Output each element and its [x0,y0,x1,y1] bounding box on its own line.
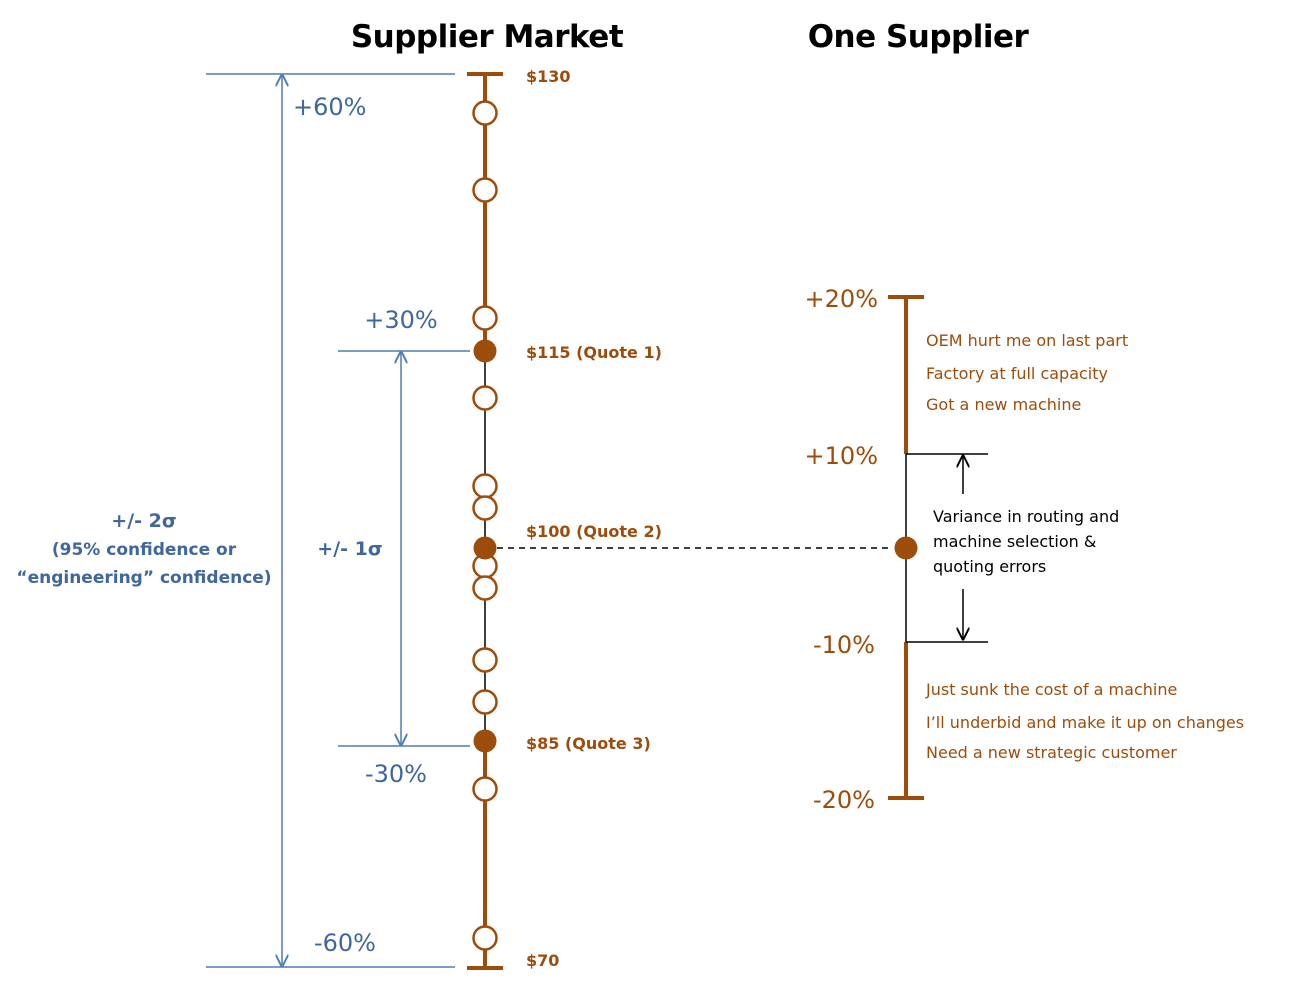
price-top-label: $130 [526,67,571,86]
quote1-label: $115 (Quote 1) [526,343,662,362]
one-sigma-label: +/- 1σ [317,538,382,560]
quote1-point [473,339,497,363]
minus60-label: -60% [314,929,376,957]
downside-reason: Just sunk the cost of a machine [925,680,1177,699]
supplier-quote-point [894,536,918,560]
quote3-label: $85 (Quote 3) [526,734,651,753]
one-supplier-title: One Supplier [808,19,1030,55]
quote-circle [472,385,498,411]
one-sigma-bracket [338,350,470,747]
upside-reason: Factory at full capacity [926,364,1108,383]
quote2-point [473,536,497,560]
quote-circle [472,495,498,521]
quote-circle [472,473,498,499]
quote-circle [472,177,498,203]
upside-reason: OEM hurt me on last part [926,331,1128,350]
downside-reason: I’ll underbid and make it up on changes [926,713,1244,732]
minus10-label: -10% [813,631,875,659]
quote-circle [472,575,498,601]
supplier-market-title: Supplier Market [351,19,624,55]
quote-circle [472,647,498,673]
plus20-label: +20% [805,285,878,313]
upside-reason: Got a new machine [926,395,1081,414]
plus30-label: +30% [364,306,437,334]
quote-circle [472,689,498,715]
plus10-label: +10% [805,442,878,470]
quote2-label: $100 (Quote 2) [526,522,662,541]
variance-note-line3: quoting errors [933,557,1046,576]
two-sigma-note-line2: “engineering” confidence) [16,568,271,588]
quote-circle [472,100,498,126]
quote-circle [472,305,498,331]
variance-note-line2: machine selection & [933,532,1096,551]
minus30-label: -30% [365,760,427,788]
variance-note-line1: Variance in routing and [933,507,1119,526]
plus60-label: +60% [293,93,366,121]
two-sigma-bracket [206,73,455,968]
two-sigma-note-line1: (95% confidence or [52,540,237,560]
price-bottom-label: $70 [526,951,559,970]
market-quote-circles [472,100,498,951]
quote3-point [473,729,497,753]
quote-circle [472,925,498,951]
quote-circle [472,776,498,802]
market-axis [467,72,503,970]
downside-reason: Need a new strategic customer [926,743,1177,762]
two-sigma-label: +/- 2σ [111,510,176,532]
minus20-label: -20% [813,786,875,814]
